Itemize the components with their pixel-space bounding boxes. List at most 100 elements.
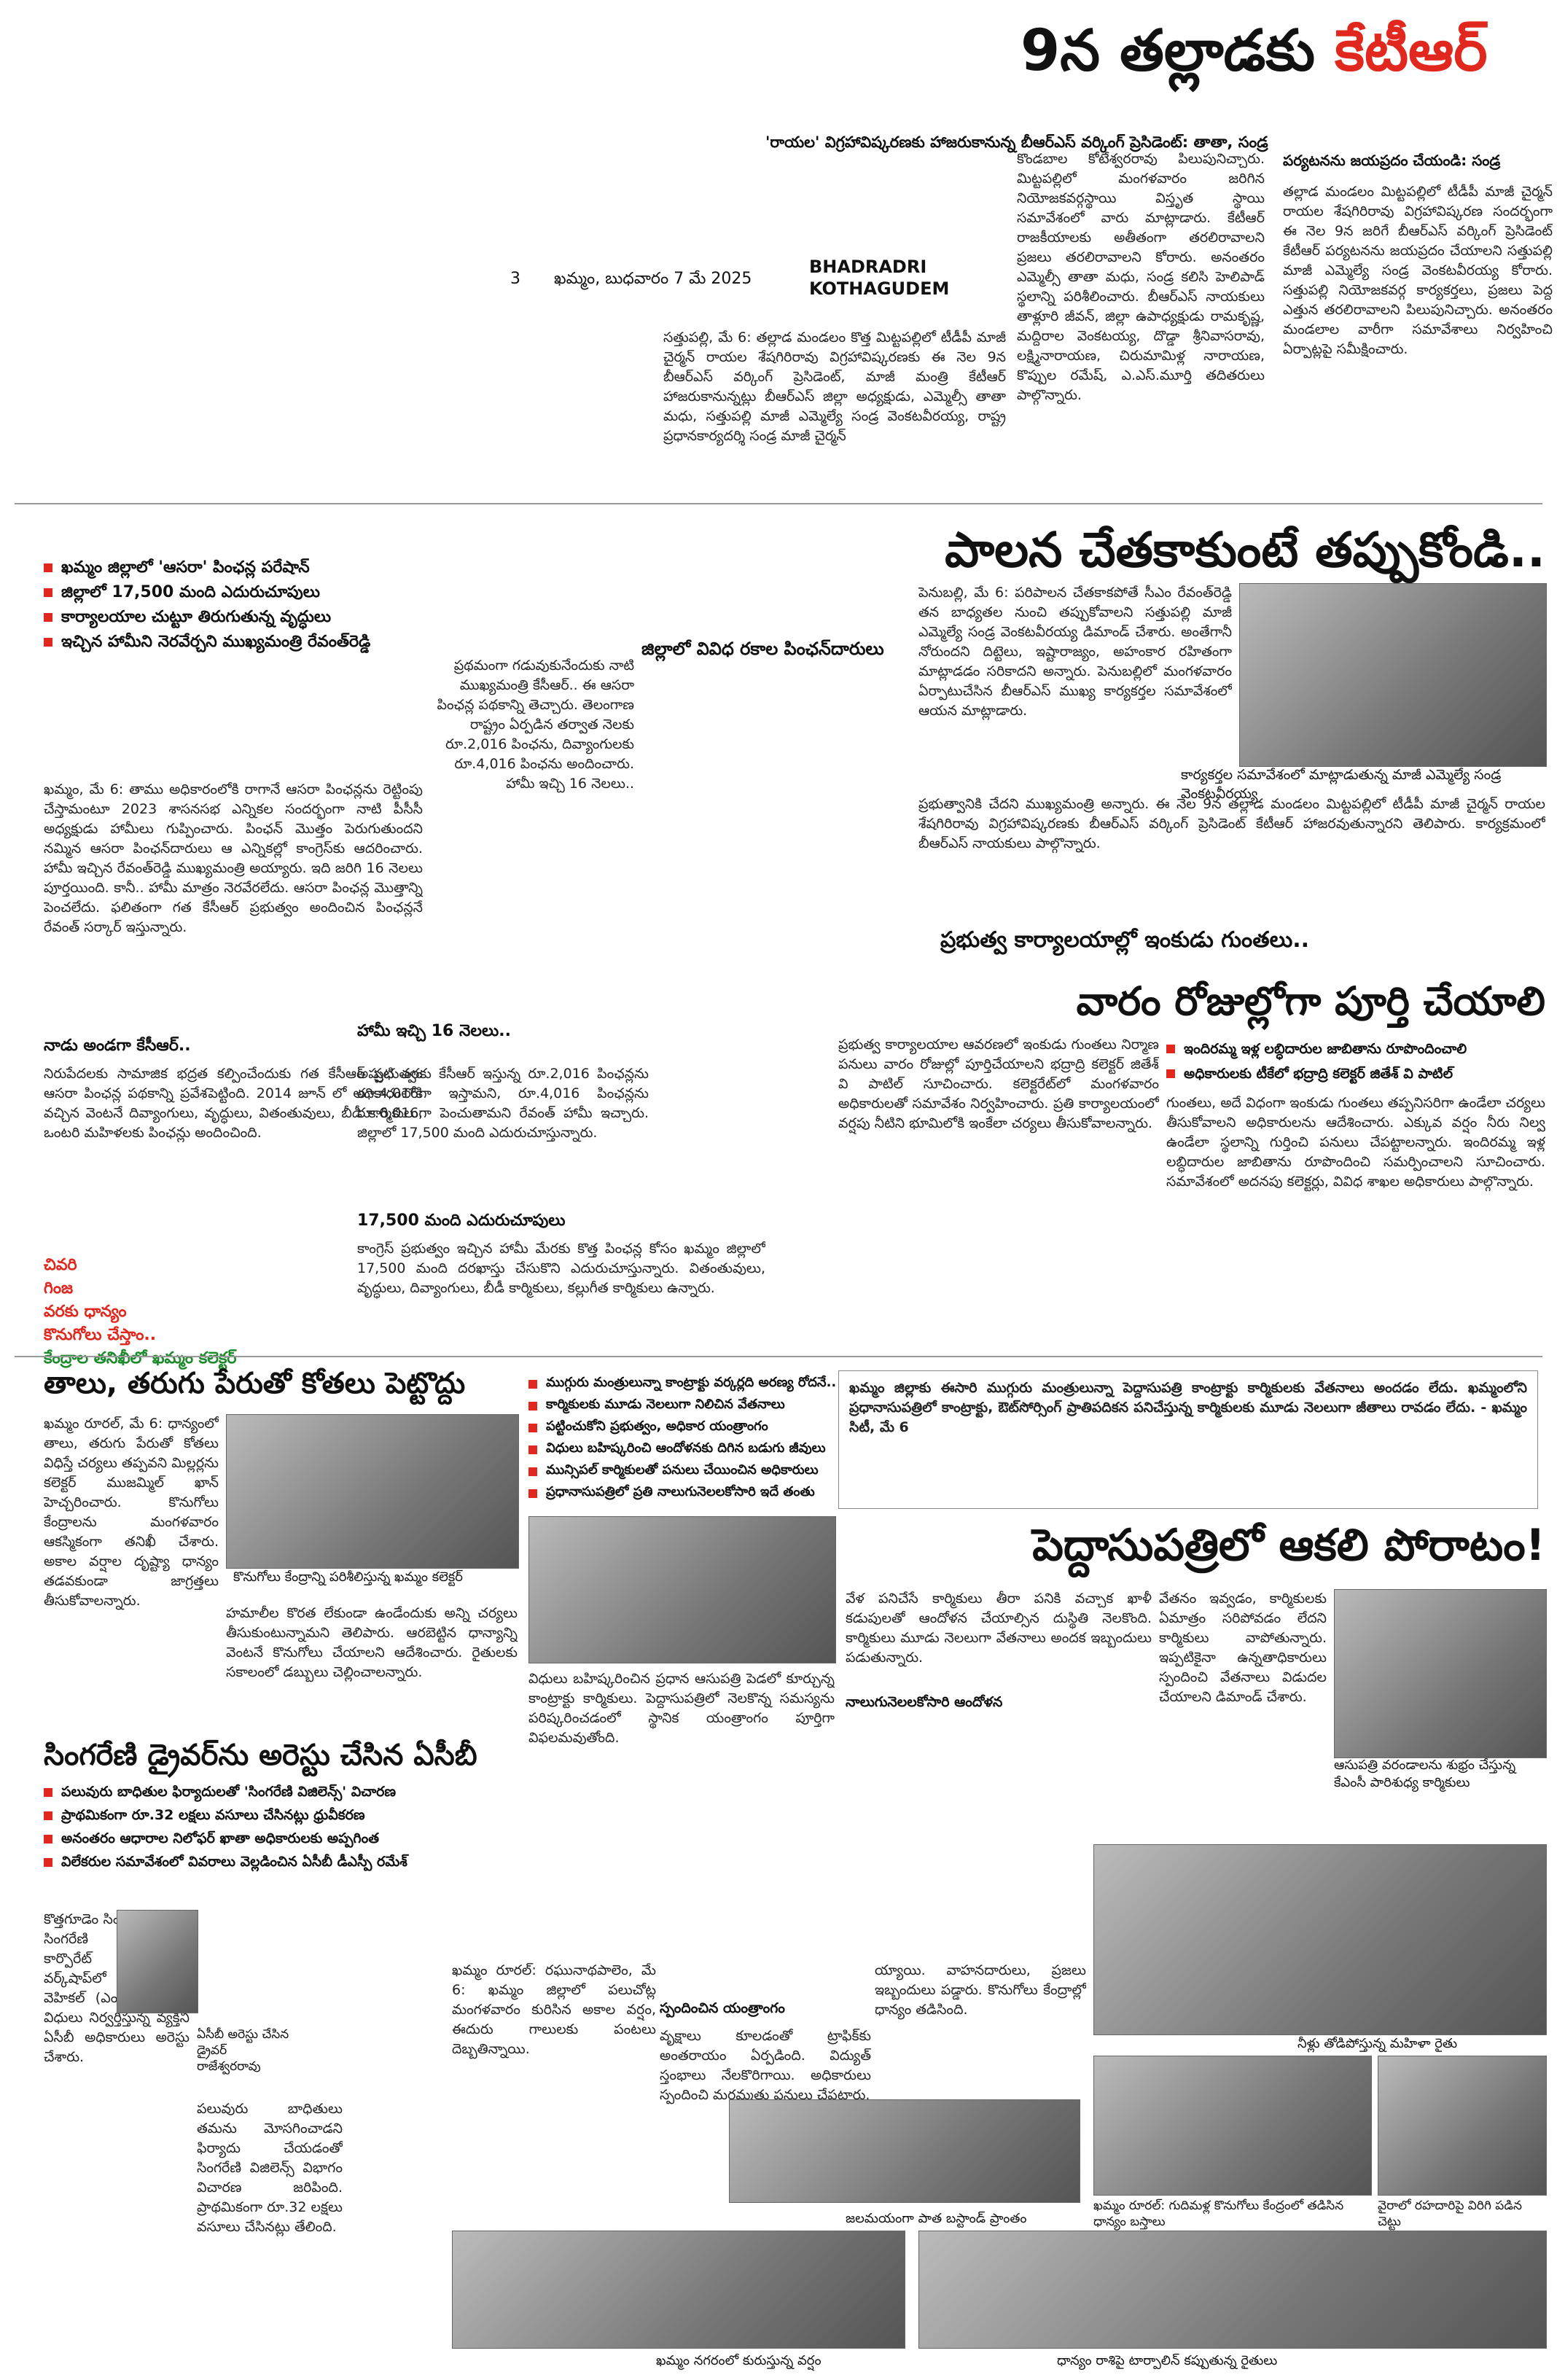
acb-bullet: విలేకరుల సమావేశంలో వివరాలు వెల్లడించిన ఏ…: [44, 1852, 525, 1872]
dateline: ఖమ్మం, బుధవారం 7 మే 2025: [554, 270, 752, 288]
collector-photo: [226, 1414, 519, 1569]
hospital-body-2: వేళ పనిచేసే కార్మికులు తీరా పనికి వచ్చాక…: [846, 1591, 1152, 1666]
pension-sub-kcr: నాడు అండగా కేసీఆర్..: [44, 1037, 191, 1055]
hospital-bullet: విధులు బహిష్కరించి ఆందోళనకు దిగిన బడుగు …: [528, 1439, 842, 1458]
rain-city-photo: [452, 2231, 905, 2349]
offices-body-left: ప్రభుత్వ కార్యాలయాల ఆవరణలో ఇంకుడు గుంతలు…: [838, 1037, 1159, 1131]
offices-body-right: గుంతలు, అదే విధంగా ఇంకుడు గుంతలు తప్పనిస…: [1166, 1095, 1545, 1190]
acb-photo-caption: ఏసీబీ అరెస్టు చేసిన డ్రైవర్ రాజేశ్వరరావు: [197, 2027, 289, 2074]
hospital-bullet: మున్సిపల్ కార్మికులతో పనులు చేయించిన అధి…: [528, 1461, 842, 1480]
acb-bullet: పలువురు బాధితుల ఫిర్యాదులతో 'సింగరేణి వి…: [44, 1782, 525, 1802]
divider: [15, 1356, 1542, 1357]
driver-photo: [117, 1910, 198, 2013]
pension-bullet: ఖమ్మం జిల్లాలో 'ఆసరా' పింఛన్ల పరేషాన్: [44, 557, 423, 579]
ktr-headline-black: 9న తల్లాడకు: [1021, 18, 1335, 84]
bullet-icon: [1166, 1069, 1175, 1078]
acb-bullet: అనంతరం ఆధారాల నిలోఫర్ ఖాతా అధికారులకు అప…: [44, 1828, 525, 1849]
hospital-body-1: విధులు బహిష్కరించిన ప్రధాన ఆసుపత్రి పెడల…: [528, 1671, 835, 1746]
pension-bullet: ఇచ్చిన హామీని నెరవేర్చని ముఖ్యమంత్రి రేవ…: [44, 631, 423, 653]
farmer-caption: నీళ్లు తోడిపోస్తున్న మహిళా రైతు: [1298, 2036, 1458, 2051]
bullet-icon: [528, 1402, 537, 1411]
pension-photo-caption: కార్యకర్తల సమావేశంలో మాట్లాడుతున్న మాజీ …: [1181, 767, 1502, 802]
pension-sub-hami: హామీ ఇచ్చి 16 నెలలు..: [357, 1022, 511, 1040]
pension-col-mid: ప్రథమంగా గడువుకునేందుకు నాటి ముఖ్యమంత్రి…: [437, 658, 634, 792]
traders-photo-caption: కొనుగోలు కేంద్రాన్ని పరిశీలిస్తున్న ఖమ్మ…: [233, 1569, 463, 1585]
offices-headline: వారం రోజుల్లోగా పూర్తి చేయాలి: [1076, 978, 1545, 1024]
page-number: 3: [510, 270, 520, 288]
pension-bullet: జిల్లాలో 17,500 మంది ఎదురుచూపులు: [44, 582, 423, 604]
masthead: 3 ఖమ్మం, బుధవారం 7 మే 2025 BHADRADRI KOT…: [510, 257, 1006, 306]
sidebar-link[interactable]: కేంద్రాల తనిఖీలో ఖమ్మం కలెక్టర్: [44, 1349, 237, 1367]
hospital-headline: పెద్దాసుపత్రిలో ఆకలి పోరాటం!: [1032, 1520, 1545, 1571]
hospital-bullet: ముగ్గురు మంత్రులున్నా కాంట్రాక్టు వర్కర్…: [528, 1373, 842, 1392]
hospital-body-3: వేతనం ఇవ్వడం, కార్మికులకు ఏమాత్రం సరిపోవ…: [1159, 1591, 1327, 1705]
traders-headline: తాలు, తరుగు పేరుతో కోతలు పెట్టొద్దు: [44, 1367, 466, 1400]
rain-caption: ఖమ్మం నగరంలో కురుస్తున్న వర్షం: [656, 2353, 822, 2368]
acb-bullet: ప్రాథమికంగా రూ.32 లక్షలు వసూలు చేసినట్లు…: [44, 1805, 525, 1825]
sidebar-link[interactable]: వరకు ధాన్యం: [44, 1303, 127, 1321]
district-name-2: KOTHAGUDEM: [809, 278, 950, 299]
hospital-photo-caption: ఆసుపత్రి వరండాలను శుభ్రం చేస్తున్న కేఎంస…: [1334, 1757, 1516, 1790]
ktr-headline: 9న తల్లాడకు కేటీఆర్: [1021, 15, 1545, 87]
hospital-bullet: కార్మికులకు మూడు నెలలుగా నిలిచిన వేతనాలు: [528, 1395, 842, 1414]
bullet-icon: [44, 588, 52, 597]
hospital-box: ఖమ్మం జిల్లాకు ఈసారి ముగ్గురు మంత్రులున్…: [838, 1370, 1538, 1509]
acb-body-2: పలువురు బాధితులు తమను మోసగించాడని ఫిర్యా…: [197, 2101, 343, 2235]
pension-sub-17500: 17,500 మంది ఎదురుచూపులు: [357, 1212, 566, 1230]
bullet-icon: [528, 1380, 537, 1389]
acb-body-5: య్యాయి. వాహనదారులు, ప్రజలు ఇబ్బందులు పడ్…: [875, 1962, 1086, 2018]
bullet-icon: [44, 563, 52, 572]
pension-sidebar-links: చివరి గింజ వరకు ధాన్యం కొనుగోలు చేస్తాం.…: [44, 1254, 423, 1370]
bullet-icon: [44, 1858, 52, 1867]
pension-headline: పాలన చేతకాకుంటే తప్పుకోండి..: [945, 522, 1545, 578]
pension-table-title: జిల్లాలో వివిధ రకాల పింఛన్‌దారులు: [641, 639, 884, 659]
ktr-subhead: 'రాయల' విగ్రహావిష్కరణకు హాజరుకానున్న బీఆ…: [765, 133, 1268, 151]
offices-bullets: ఇందిరమ్మ ఇళ్ల లబ్ధిదారుల జాబితాను రూపొంద…: [1166, 1035, 1545, 1088]
offices-bullet: అధికారులకు టీకేలో భద్రాద్రి కలెక్టర్ జిత…: [1166, 1063, 1545, 1085]
hospital-workers-photo: [528, 1516, 836, 1663]
ktr-col2: కొండబాల కోటేశ్వరరావు పిలుపునిచ్చారు. మిట…: [1017, 151, 1265, 403]
tree-caption: వైరాలో రహదారిపై విరిగి పడిన చెట్టు: [1378, 2198, 1522, 2229]
pension-bullet: కార్యాలయాల చుట్టూ తిరుగుతున్న వృద్ధులు: [44, 606, 423, 628]
hospital-sub-nalugu: నాలుగునెలలకోసారి ఆందోళన: [846, 1694, 1003, 1710]
pension-body-1: ఖమ్మం, మే 6: తాము అధికారంలోకి రాగానే ఆసర…: [44, 781, 423, 935]
bullet-icon: [44, 638, 52, 647]
pension-body-2: నిరుపేదలకు సామాజిక భద్రత కల్పించేందుకు గ…: [44, 1066, 423, 1141]
pension-body-3: అప్పటి వరకు కేసీఆర్ ఇస్తున్న రూ.2,016 పి…: [357, 1066, 649, 1141]
bullet-icon: [528, 1467, 537, 1476]
bullet-icon: [528, 1489, 537, 1498]
bullet-icon: [44, 613, 52, 622]
sandra-meeting-photo: [1239, 583, 1547, 767]
sidebar-link[interactable]: గింజ: [44, 1279, 74, 1298]
ktr-col3-title: పర్యటనను జయప్రదం చేయండి: సండ్ర: [1283, 152, 1501, 169]
pension-bullets: ఖమ్మం జిల్లాలో 'ఆసరా' పింఛన్ల పరేషాన్ జి…: [44, 554, 423, 656]
hospital-bullets: ముగ్గురు మంత్రులున్నా కాంట్రాక్టు వర్కర్…: [528, 1370, 842, 1505]
acb-body-4: వృక్షాలు కూలడంతో ట్రాఫిక్‌కు అంతరాయం ఏర్…: [660, 2028, 871, 2103]
district-name-1: BHADRADRI: [809, 257, 927, 277]
bags-caption: ఖమ్మం రూరల్: గుదిమళ్ల కొనుగోలు కేంద్రంలో…: [1093, 2198, 1344, 2229]
divider: [15, 503, 1542, 504]
fallen-tree-photo: [1378, 2056, 1547, 2196]
pension-body-4: కాంగ్రెస్ ప్రభుత్వం ఇచ్చిన హామీ మేరకు కొ…: [357, 1241, 765, 1296]
traders-body-1: ఖమ్మం రూరల్, మే 6: ధాన్యంలో తాలు, తరుగు …: [44, 1416, 219, 1609]
pension-col-r1: పెనుబల్లి, మే 6: పరిపాలన చేతకాకపోతే సీఎం…: [918, 585, 1232, 719]
water-caption: జలమయంగా పాత బస్టాండ్ ప్రాంతం: [846, 2211, 1027, 2226]
offices-bullet: ఇందిరమ్మ ఇళ్ల లబ్ధిదారుల జాబితాను రూపొంద…: [1166, 1038, 1545, 1060]
woman-farmer-photo: [1093, 1844, 1547, 2035]
pension-col-r2: ప్రభుత్వానికి చేదని ముఖ్యమంత్రి అన్నారు.…: [918, 796, 1545, 851]
waterlogged-photo: [729, 2099, 1080, 2203]
ktr-col3: తల్లాడ మండలం మిట్టపల్లిలో టీడీపీ మాజీ చై…: [1283, 184, 1553, 357]
tarpaulin-photo: [918, 2231, 1547, 2349]
sanitation-photo: [1334, 1589, 1547, 1758]
ktr-headline-red: కేటీఆర్: [1335, 18, 1488, 84]
traders-body-2: హమాలీల కొరత లేకుండా ఉండేందుకు అన్ని చర్య…: [226, 1605, 518, 1680]
acb-body-3: ఖమ్మం రూరల్: రఘునాథపాలెం, మే 6: ఖమ్మం జి…: [452, 1962, 656, 2057]
offices-kicker: ప్రభుత్వ కార్యాలయాల్లో ఇంకుడు గుంతలు..: [940, 927, 1310, 953]
bullet-icon: [44, 1835, 52, 1843]
bullet-icon: [44, 1811, 52, 1820]
bullet-icon: [528, 1445, 537, 1454]
acb-headline: సింగరేణి డ్రైవర్‌ను అరెస్టు చేసిన ఏసీబీ: [44, 1739, 477, 1772]
tarp-caption: ధాన్యం రాశిపై టార్పాలిన్ కప్పుతున్న రైతు…: [1057, 2353, 1278, 2368]
sidebar-link[interactable]: చివరి: [44, 1256, 77, 1274]
sidebar-link[interactable]: కొనుగోలు చేస్తాం..: [44, 1326, 157, 1344]
